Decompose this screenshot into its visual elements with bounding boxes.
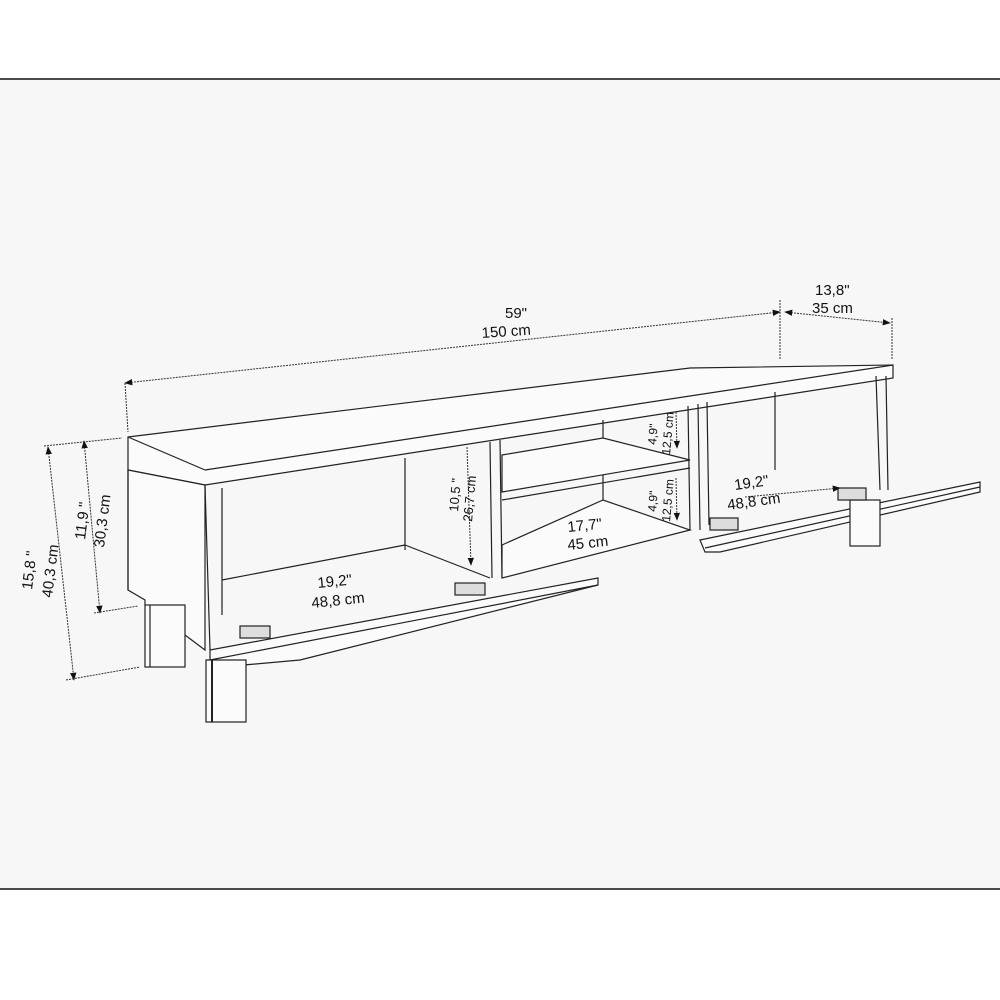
upper-shelf-in-label: 4,9"	[645, 423, 661, 445]
lower-shelf-in-label: 4,9"	[645, 490, 661, 512]
total-height-in-label: 15,8 "	[19, 550, 41, 590]
left-width-in-label: 19,2"	[317, 571, 353, 592]
left-width-cm-label: 48,8 cm	[311, 589, 366, 611]
compartment-height-cm-label: 26,7 cm	[460, 475, 479, 522]
width-in-label: 59"	[505, 305, 527, 322]
middle-width-in-label: 17,7"	[567, 515, 603, 536]
depth-in-label: 13,8"	[815, 282, 850, 299]
right-width-in-label: 19,2"	[733, 472, 770, 494]
compartment-height-in-label: 10,5 "	[446, 477, 464, 512]
body-height-in-label: 11,9 "	[72, 501, 93, 540]
dimension-lines	[43, 300, 893, 681]
lower-shelf-cm-label: 12,5 cm	[659, 479, 677, 523]
depth-cm-label: 35 cm	[812, 300, 853, 317]
width-cm-label: 150 cm	[481, 322, 531, 342]
body-height-cm-label: 30,3 cm	[91, 493, 114, 548]
upper-shelf-cm-label: 12,5 cm	[659, 412, 677, 456]
hinge-icon	[239, 487, 867, 639]
right-width-cm-label: 48,8 cm	[726, 490, 781, 514]
middle-width-cm-label: 45 cm	[567, 533, 609, 554]
furniture-outline	[127, 364, 981, 723]
total-height-cm-label: 40,3 cm	[39, 543, 62, 598]
